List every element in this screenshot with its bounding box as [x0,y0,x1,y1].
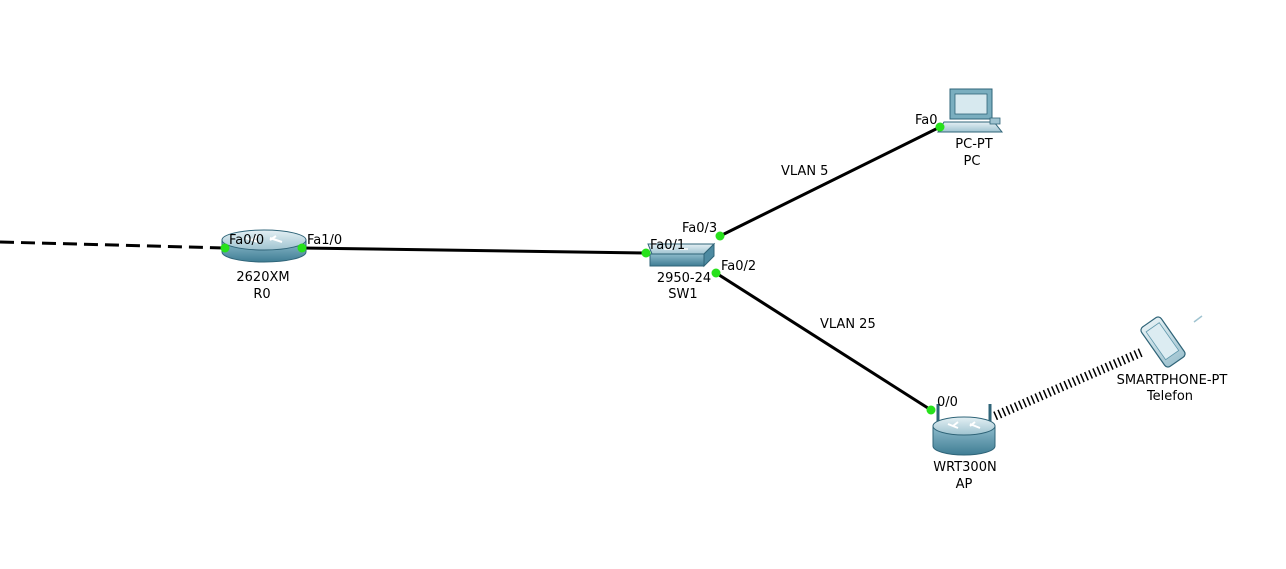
pc-device[interactable]: PC-PT PC [937,88,1004,169]
port-up-indicator [935,122,945,132]
pc-name-label: PC [964,154,981,169]
link-labels: VLAN 5 VLAN 25 [781,164,876,332]
switch-icon [647,242,716,268]
smartphone-icon [1140,315,1203,368]
link-external-dashed[interactable] [0,240,225,250]
vlan-label-sw1-pc: VLAN 5 [781,164,828,179]
port-label-r0-fa00: Fa0/0 [229,233,264,248]
port-up-indicator [641,248,651,258]
phone-name-label: Telefon [1146,389,1193,404]
port-up-indicator [926,405,936,415]
router-r0[interactable]: 2620XM R0 [221,229,307,302]
port-up-indicator [220,243,230,253]
router-model-label: 2620XM [236,270,289,285]
vlan-label-sw1-ap: VLAN 25 [820,317,876,332]
pc-model-label: PC-PT [955,137,992,152]
pc-icon [937,88,1004,133]
router-name-label: R0 [253,287,270,302]
wireless-router-ap[interactable]: WRT300N AP [932,404,997,492]
switch-model-label: 2950-24 [657,271,711,286]
ap-model-label: WRT300N [933,460,996,475]
port-label-ap-00: 0/0 [937,395,958,410]
port-labels: Fa0/0 Fa1/0 Fa0/1 Fa0/3 Fa0/2 Fa0 0/0 [229,113,958,410]
router-icon [221,229,307,263]
phone-model-label: SMARTPHONE-PT [1117,373,1228,388]
port-up-indicator [715,231,725,241]
links [0,125,1144,421]
port-label-r0-fa10: Fa1/0 [307,233,342,248]
port-label-sw1-fa02: Fa0/2 [721,259,756,274]
switch-sw1[interactable]: 2950-24 SW1 [647,242,716,302]
port-indicators [220,122,945,415]
port-label-sw1-fa01: Fa0/1 [650,238,685,253]
ap-name-label: AP [956,477,973,492]
port-label-pc-fa0: Fa0 [915,113,938,128]
link-sw1-ap[interactable] [715,271,932,412]
port-up-indicator [711,268,721,278]
smartphone-device[interactable]: SMARTPHONE-PT Telefon [1117,315,1228,404]
link-r0-sw1[interactable] [301,246,647,255]
port-up-indicator [297,243,307,253]
switch-name-label: SW1 [668,287,697,302]
wireless-router-icon [932,404,996,456]
link-sw1-pc[interactable] [719,125,941,238]
port-label-sw1-fa03: Fa0/3 [682,221,717,236]
